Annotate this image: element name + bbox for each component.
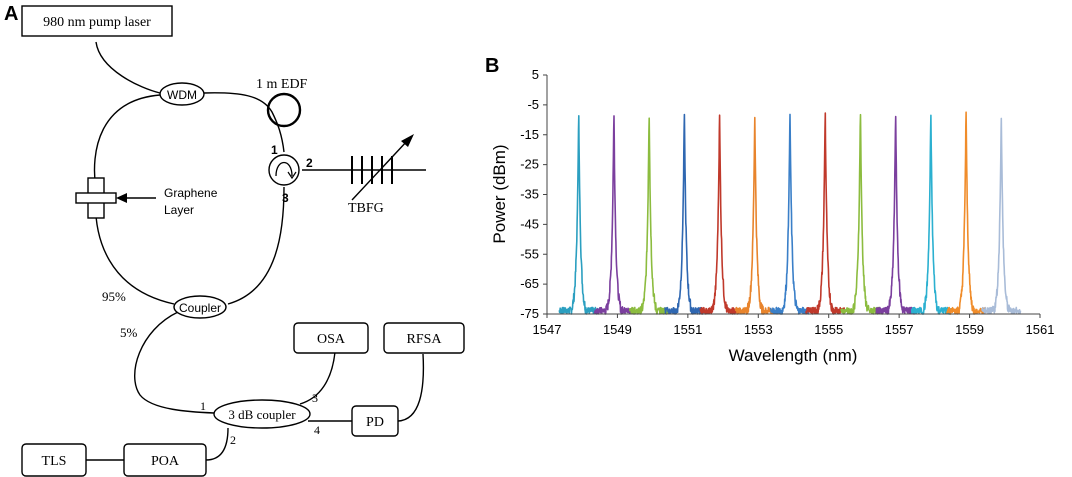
rfsa-label: RFSA [406,332,442,347]
x-tick-label: 1549 [603,322,632,337]
tunable-arrow [351,139,409,201]
spectrum-peak-9 [840,113,881,315]
three-db-coupler-ellipse [213,399,311,429]
circulator-port-3: 3 [282,191,289,205]
y-tick-label: -55 [520,246,539,261]
x-tick-label: 1561 [1026,322,1055,337]
y-tick-label: -65 [520,276,539,291]
y-tick-label: -15 [520,127,539,142]
coupler-label: Coupler [179,301,221,315]
edf-label: 1 m EDF [256,77,308,92]
wdm-ellipse [159,82,205,106]
spectrum-peak-11 [910,114,951,315]
wdm-label: WDM [167,88,197,102]
spectrum-peak-7 [769,113,810,315]
output-5-fiber [134,311,215,414]
fiber-paths [86,41,426,461]
tbfg-label: TBFG [348,201,384,216]
graphene-arrow-icon [116,193,127,203]
y-tick-label: -25 [520,157,539,172]
coupler-port-1: 1 [200,399,206,413]
spectrum-peak-1 [558,115,599,315]
spectrum-peak-8 [805,112,846,315]
x-tick-label: 1555 [814,322,843,337]
pump-fiber [95,41,161,94]
y-tick-label: -35 [520,187,539,202]
y-tick-label: -45 [520,216,539,231]
spectrum-peak-5 [699,114,740,315]
y-axis-label: Power (dBm) [490,144,509,243]
graphene-label-line1: Graphene [164,186,218,200]
y-tick-label: -5 [527,97,539,112]
circulator-port-2: 2 [306,156,313,170]
right-loop-fiber [227,186,285,305]
x-axis-label: Wavelength (nm) [729,346,858,365]
spectrum-chart: 5 -5 -15 -25 -35 -45 -55 -65 -75 1547 1549 1551 155… [490,67,1054,365]
coupler-port-4: 4 [314,423,320,437]
poa-box [123,443,207,477]
circulator-arrowhead-icon [287,171,297,180]
y-tick-label: -75 [520,306,539,321]
y-tick-label: 5 [532,67,539,82]
panel-b-label: B [485,55,499,77]
pd-box [351,405,399,437]
spectrum-peak-4 [664,113,705,315]
x-tick-label: 1553 [744,322,773,337]
spectrum-peak-2 [593,115,634,315]
ratio-95: 95% [102,289,126,304]
rfsa-box [383,322,465,354]
edf-coil [266,92,302,128]
poa-label: POA [151,454,180,469]
circulator-port-1: 1 [271,143,278,157]
coupler-ellipse [173,295,227,319]
panel-a: A 980 nm pump laser WDM 1 m EDF 1 [4,3,465,477]
spectrum-peak-13 [981,117,1022,315]
panel-a-label: A [4,3,18,25]
pump-laser-label: 980 nm pump laser [43,15,151,30]
x-tick-label: 1557 [885,322,914,337]
pd-label: PD [366,415,384,430]
circulator [268,154,300,186]
spectrum-peak-3 [629,117,669,315]
x-tick-label: 1551 [673,322,702,337]
x-tick-label: 1547 [533,322,562,337]
three-db-coupler-label: 3 dB coupler [228,407,296,422]
coupler-port-3: 3 [312,391,318,405]
wdm-edf-fiber [203,92,285,153]
osa-fiber [299,351,336,405]
x-tick-label: 1559 [955,322,984,337]
pump-laser-box [21,5,173,37]
osa-label: OSA [317,332,346,347]
osa-box [293,322,369,354]
ratio-5: 5% [120,325,138,340]
poa-fiber [205,427,229,461]
circulator-arrow-icon [275,161,293,177]
spectrum-peak-10 [875,115,916,315]
graphene-label-line2: Layer [164,203,194,217]
tunable-arrowhead-icon [401,134,414,147]
spectrum-peak-12 [946,111,986,315]
x-tick-group: 1547 1549 1551 1553 1555 1557 1559 1561 [533,314,1055,337]
tls-label: TLS [42,454,67,469]
rfsa-cable [397,353,425,422]
tls-box [21,443,87,477]
y-tick-group: 5 -5 -15 -25 -35 -45 -55 -65 -75 [520,67,547,321]
spectrum-peak-6 [734,116,775,315]
coupler-port-2: 2 [230,433,236,447]
chart-series-group [558,111,1022,315]
graphene-layer [75,192,117,204]
